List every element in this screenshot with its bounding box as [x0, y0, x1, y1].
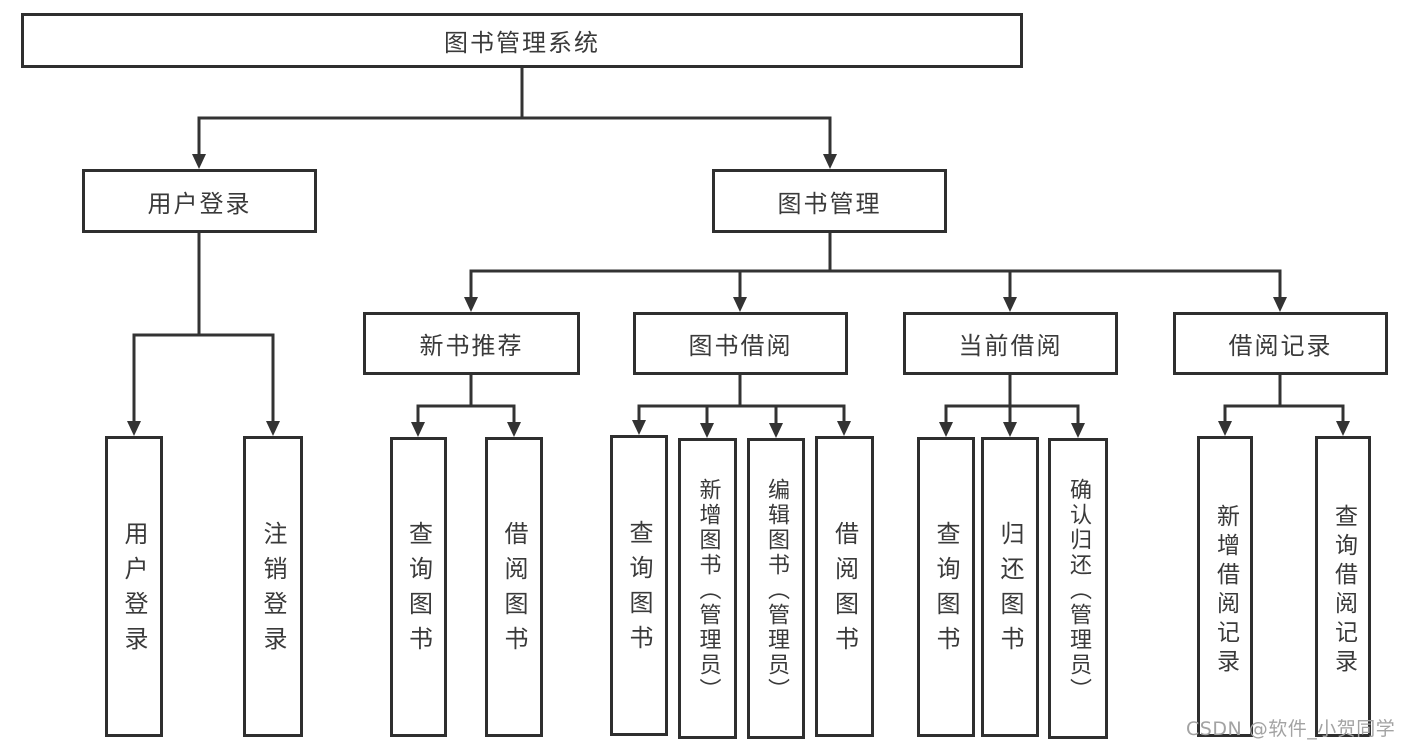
node-book-borrowing: 图书借阅	[633, 312, 848, 375]
node-logout-action: 注销登录	[243, 436, 303, 737]
node-borrow-books-borrow: 借阅图书	[815, 436, 874, 737]
node-confirm-return-admin: 确认归还（管理员）	[1048, 438, 1108, 739]
node-add-borrowing-record: 新增借阅记录	[1197, 436, 1253, 737]
node-query-books-recommend: 查询图书	[390, 437, 447, 737]
node-borrow-books-recommend: 借阅图书	[485, 437, 543, 737]
node-user-login: 用户登录	[82, 169, 317, 233]
node-book-management: 图书管理	[712, 169, 947, 233]
node-query-books-current: 查询图书	[917, 437, 975, 737]
node-return-books: 归还图书	[981, 437, 1039, 737]
node-query-borrowing-record: 查询借阅记录	[1315, 436, 1371, 737]
node-root: 图书管理系统	[21, 13, 1023, 68]
node-new-book-recommendation: 新书推荐	[363, 312, 580, 375]
node-borrowing-records: 借阅记录	[1173, 312, 1388, 375]
watermark: CSDN @软件_小贺同学	[1186, 718, 1396, 740]
node-user-login-action: 用户登录	[105, 436, 163, 737]
node-add-books-admin: 新增图书（管理员）	[678, 438, 737, 739]
node-edit-books-admin: 编辑图书（管理员）	[747, 438, 805, 739]
node-current-borrowing: 当前借阅	[903, 312, 1118, 375]
node-query-books-borrow: 查询图书	[610, 435, 668, 736]
